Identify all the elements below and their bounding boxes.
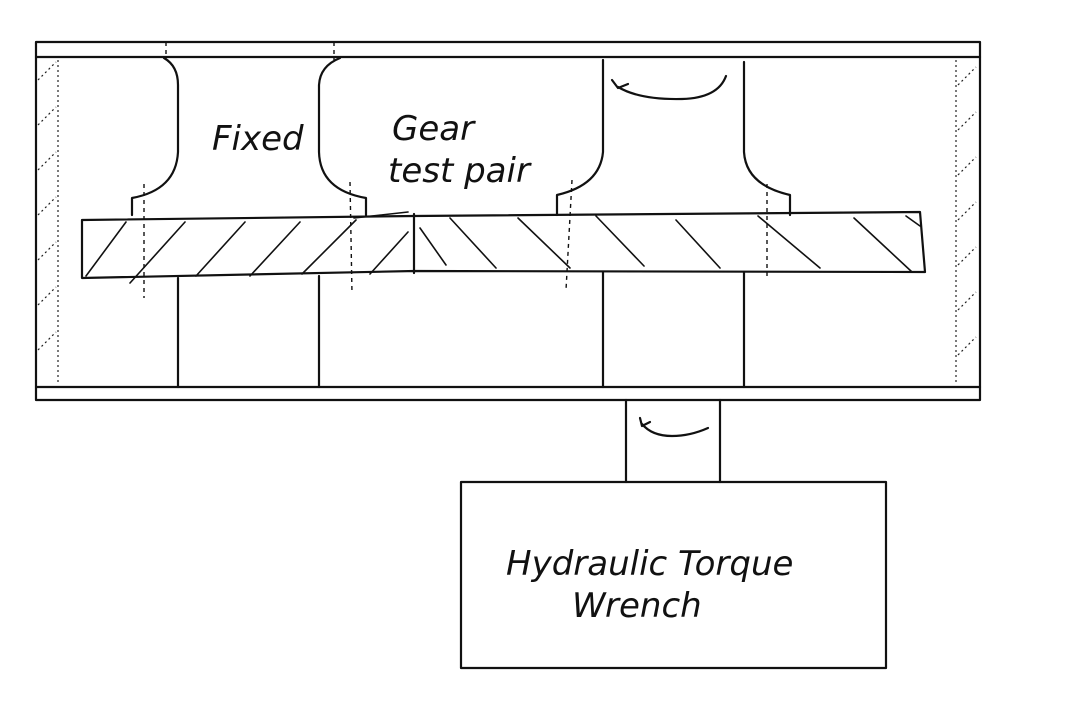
driven-gear-shaft [555, 58, 792, 217]
hydraulic-torque-wrench-box [459, 480, 888, 670]
drive-shaft [624, 398, 722, 484]
left-wall-hatching [37, 60, 59, 385]
wrench-label-line2: Wrench [572, 586, 702, 626]
right-wall-hatching [955, 60, 977, 385]
top-rotation-arrow [610, 74, 728, 101]
gear-centerlines [143, 179, 768, 298]
gear-label-line2: test pair [388, 151, 532, 191]
bottom-rotation-arrow [638, 416, 710, 438]
support-columns [176, 270, 746, 389]
gear-teeth-band [80, 210, 927, 284]
housing-frame [34, 40, 982, 402]
gear-label-line1: Gear [392, 109, 476, 149]
fixed-gear-shaft [130, 42, 368, 217]
fixed-label: Fixed [212, 119, 304, 159]
wrench-label-line1: Hydraulic Torque [506, 544, 793, 584]
